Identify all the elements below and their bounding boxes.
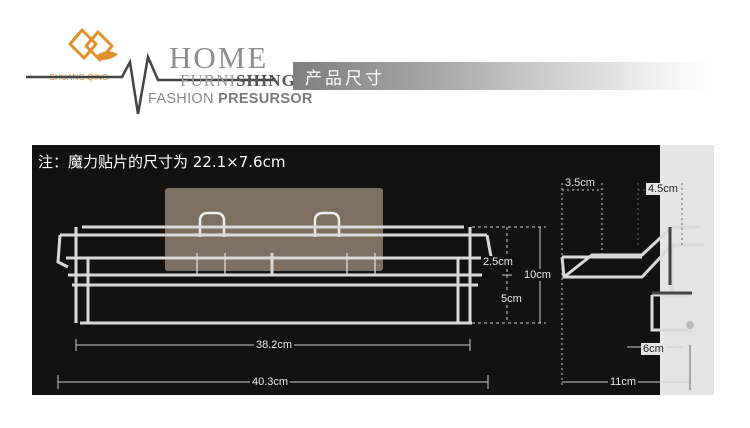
product-dimension-panel: 注：魔力贴片的尺寸为 22.1×7.6cm 38.2cm 40.3cm 2.5c… bbox=[32, 145, 714, 395]
dim-hook-depth: 6cm bbox=[641, 343, 666, 355]
hook-end-icon bbox=[686, 321, 694, 329]
banner-home-text: HOME bbox=[169, 40, 269, 75]
banner-furnishing-text: FURNISHING bbox=[180, 71, 296, 90]
dim-height: 10cm bbox=[522, 269, 553, 281]
dim-front-depth: 3.5cm bbox=[563, 177, 597, 189]
adhesive-pad bbox=[165, 188, 383, 271]
shelf-rack-wires bbox=[196, 253, 376, 275]
section-title-bar bbox=[293, 62, 713, 90]
mount-hook-icon bbox=[198, 211, 341, 237]
pad-size-note: 注：魔力贴片的尺寸为 22.1×7.6cm bbox=[38, 153, 286, 171]
dim-back-depth: 4.5cm bbox=[646, 183, 680, 195]
pulse-line-decoration bbox=[26, 52, 276, 115]
dim-total-depth: 11cm bbox=[608, 376, 639, 388]
shelf-rack-side bbox=[560, 225, 704, 332]
banner-fashion-text: FASHION PRESURSOR bbox=[148, 91, 313, 107]
dim-lower-gap: 5cm bbox=[499, 293, 524, 305]
dim-top-gap: 2.5cm bbox=[481, 256, 515, 268]
brand-logo-icon bbox=[68, 28, 118, 62]
section-title: 产品尺寸 bbox=[305, 69, 385, 89]
shelf-rack-front bbox=[56, 225, 494, 325]
product-drawing bbox=[56, 145, 714, 395]
shelf-rack-side-wall-part bbox=[652, 227, 692, 295]
dim-inner-width: 38.2cm bbox=[254, 339, 295, 351]
dim-total-width: 40.3cm bbox=[250, 376, 291, 388]
